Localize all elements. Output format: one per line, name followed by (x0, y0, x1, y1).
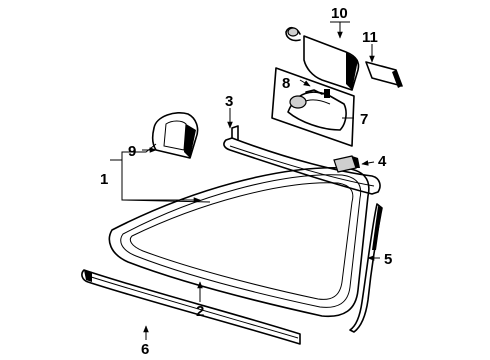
callout-5: 5 (384, 251, 392, 268)
callouts: 1 2 3 4 5 6 7 8 9 10 11 (100, 5, 392, 358)
side-molding (349, 203, 383, 333)
visor-pad (365, 61, 403, 88)
callout-8: 8 (282, 75, 290, 92)
pillar-trim-cover (151, 112, 199, 159)
callout-6: 6 (141, 341, 149, 358)
callout-11: 11 (362, 29, 378, 46)
callout-9: 9 (128, 143, 136, 160)
callout-4: 4 (378, 153, 387, 170)
callout-1: 1 (100, 171, 108, 188)
windshield-glass (108, 166, 370, 318)
mounting-screw (315, 89, 330, 98)
callout-2: 2 (196, 303, 204, 320)
lower-molding (81, 269, 301, 345)
callout-7: 7 (360, 111, 368, 128)
callout-10: 10 (331, 5, 348, 22)
sunvisor (285, 26, 360, 91)
upper-reveal-molding (223, 125, 381, 195)
leader-lines (110, 21, 380, 340)
callout-3: 3 (225, 93, 233, 110)
molding-clip (333, 155, 360, 173)
mirror-assembly (271, 67, 355, 147)
